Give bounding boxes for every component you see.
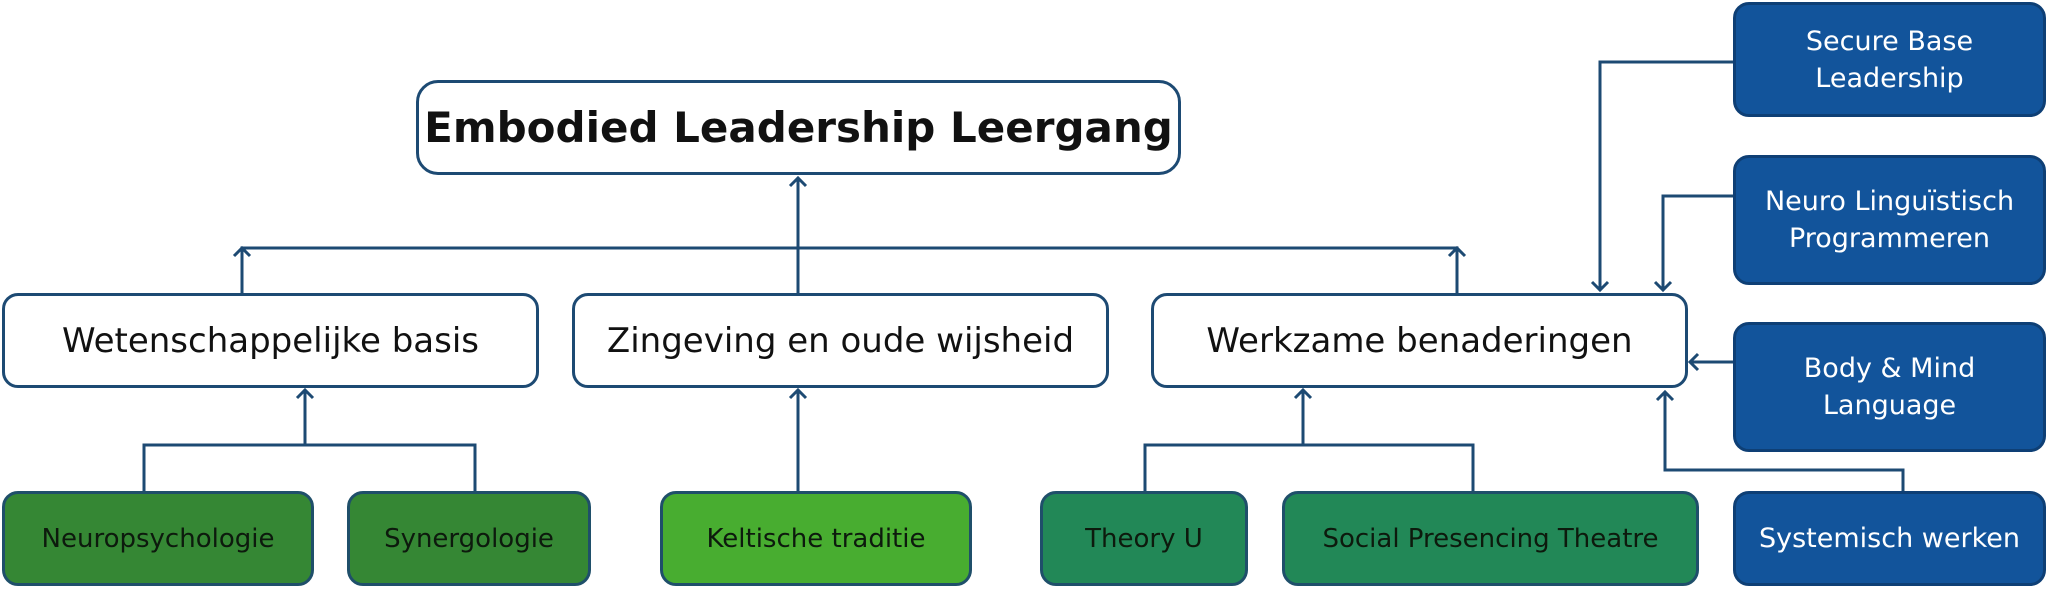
pillar-werkzame-benaderingen: Werkzame benaderingen [1151, 293, 1688, 388]
node-neuropsychologie: Neuropsychologie [2, 491, 314, 586]
connector-pillars-bus [240, 246, 1459, 293]
diagram-title: Embodied Leadership Leergang [424, 103, 1173, 152]
node-secure-base-leadership: Secure Base Leadership [1733, 2, 2046, 117]
connector-secure-base [1590, 60, 1733, 293]
node-neuro-linguistisch-programmeren: Neuro Linguïstisch Programmeren [1733, 155, 2046, 285]
node-keltische-traditie: Keltische traditie [660, 491, 972, 586]
node-social-presencing-theatre: Social Presencing Theatre [1282, 491, 1699, 586]
node-label-line2: Leadership [1815, 62, 1964, 94]
node-label: Social Presencing Theatre [1322, 523, 1659, 554]
node-body-mind-language: Body & Mind Language [1733, 322, 2046, 452]
connector-nlp [1653, 194, 1733, 293]
title-box: Embodied Leadership Leergang [416, 80, 1181, 175]
node-label: Keltische traditie [706, 523, 926, 554]
node-synergologie: Synergologie [347, 491, 591, 586]
node-label-line1: Secure Base [1805, 25, 1974, 57]
pillar-wetenschappelijke-basis: Wetenschappelijke basis [2, 293, 539, 388]
node-label: Neuropsychologie [41, 523, 275, 554]
pillar-label: Zingeving en oude wijsheid [606, 320, 1075, 361]
node-theory-u: Theory U [1040, 491, 1248, 586]
node-systemisch-werken: Systemisch werken [1733, 491, 2046, 586]
connector-wetenschap-children [142, 443, 477, 491]
node-label-line2: Programmeren [1788, 223, 1991, 254]
node-label-line2: Language [1822, 390, 1957, 421]
node-label: Systemisch werken [1759, 523, 2020, 554]
connector-werkzame-children [1143, 443, 1475, 491]
pillar-label: Werkzame benaderingen [1206, 320, 1633, 361]
node-label: Theory U [1085, 523, 1203, 554]
node-label-line1: Body & Mind [1803, 353, 1976, 384]
pillar-label: Wetenschappelijke basis [61, 320, 480, 361]
connector-systemisch [1655, 389, 1905, 491]
node-label: Synergologie [384, 523, 554, 554]
pillar-zingeving: Zingeving en oude wijsheid [572, 293, 1109, 388]
node-label-line1: Neuro Linguïstisch [1764, 186, 2015, 217]
